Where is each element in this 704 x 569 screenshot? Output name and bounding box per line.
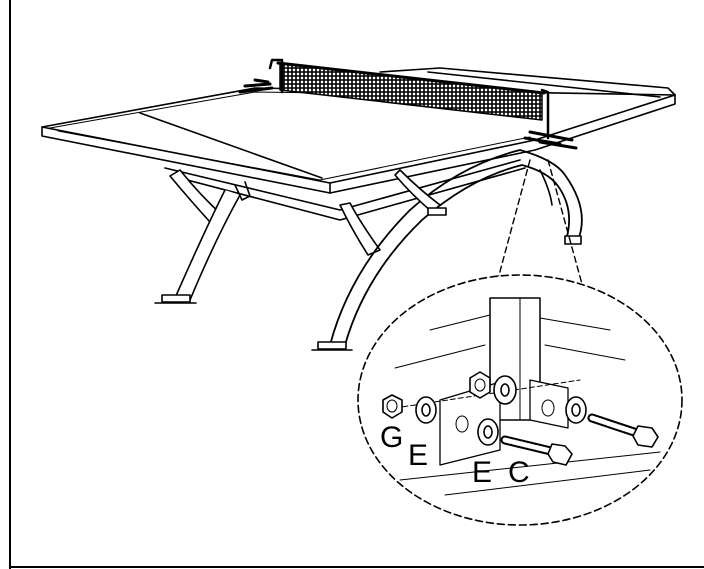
- page-border-bottom: [9, 566, 704, 568]
- net: [238, 58, 578, 150]
- washer-e-icon: [415, 396, 437, 424]
- detail-callout: [357, 274, 683, 526]
- nut-g-icon: [382, 394, 403, 419]
- label-e-right: E: [472, 456, 492, 489]
- callout-lines: [494, 159, 586, 296]
- label-e-left: E: [408, 439, 428, 472]
- washer-lower-e-icon: [477, 418, 499, 446]
- bolt-c-icon: [500, 435, 573, 466]
- nut-upper-icon: [469, 371, 491, 399]
- washer-upper-icon: [493, 375, 517, 405]
- washer-right-icon: [565, 396, 587, 424]
- label-c: C: [508, 456, 530, 489]
- table-frame: [154, 149, 583, 351]
- label-g: G: [380, 421, 403, 454]
- page-border-left: [9, 0, 11, 569]
- bolt-right-icon: [587, 413, 659, 448]
